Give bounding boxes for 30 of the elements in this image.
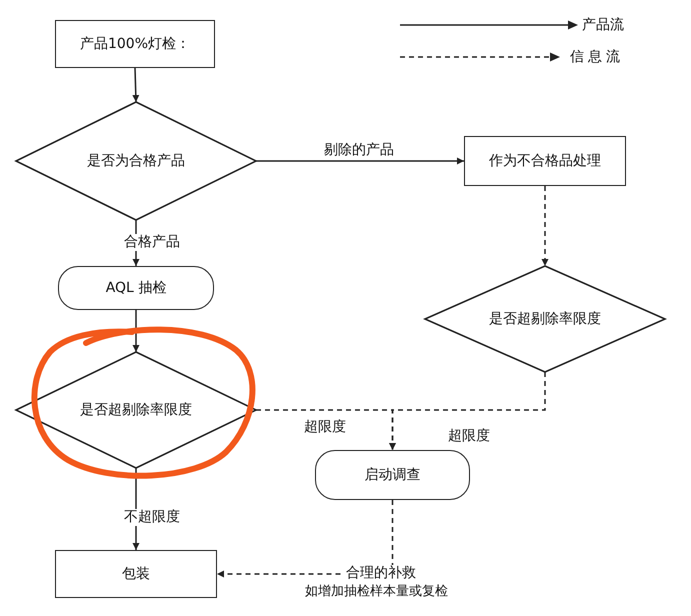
- edge-label: 合格产品: [122, 234, 182, 251]
- edge-label: 合理的补救: [344, 565, 418, 582]
- edge-label: 超限度: [302, 419, 348, 436]
- arrow: [132, 68, 140, 102]
- decision-diamond: [16, 102, 256, 220]
- arrow: [542, 186, 548, 266]
- arrow: [256, 158, 464, 164]
- process-box: [55, 20, 215, 68]
- node-text: 是否超剔除率限度: [80, 402, 192, 418]
- node-text: 启动调查: [364, 466, 420, 484]
- process-box: [55, 550, 217, 598]
- edge-label: 剔除的产品: [322, 142, 396, 159]
- legend-text: 信息流: [570, 49, 624, 66]
- decision-diamond: [16, 352, 256, 468]
- rounded-process-box: [58, 266, 214, 310]
- note-text: 如增加抽检样本量或复检: [305, 584, 448, 600]
- legend-text: 产品流: [582, 17, 624, 34]
- process-box: [464, 136, 626, 186]
- edge-label: 不超限度: [122, 509, 182, 526]
- node-text: 作为不合格品处理: [489, 152, 601, 170]
- arrow: [132, 310, 140, 352]
- arrow: [389, 372, 546, 450]
- edge-label: 超限度: [446, 428, 492, 445]
- node-text: 是否为合格产品: [87, 152, 185, 170]
- rounded-process-box: [315, 450, 470, 500]
- decision-diamond: [425, 266, 665, 372]
- node-text: 是否超剔除率限度: [489, 310, 601, 328]
- node-text: AQL 抽检: [106, 280, 166, 296]
- node-text: 产品100%灯检：: [80, 36, 190, 52]
- node-text: 包装: [122, 566, 150, 582]
